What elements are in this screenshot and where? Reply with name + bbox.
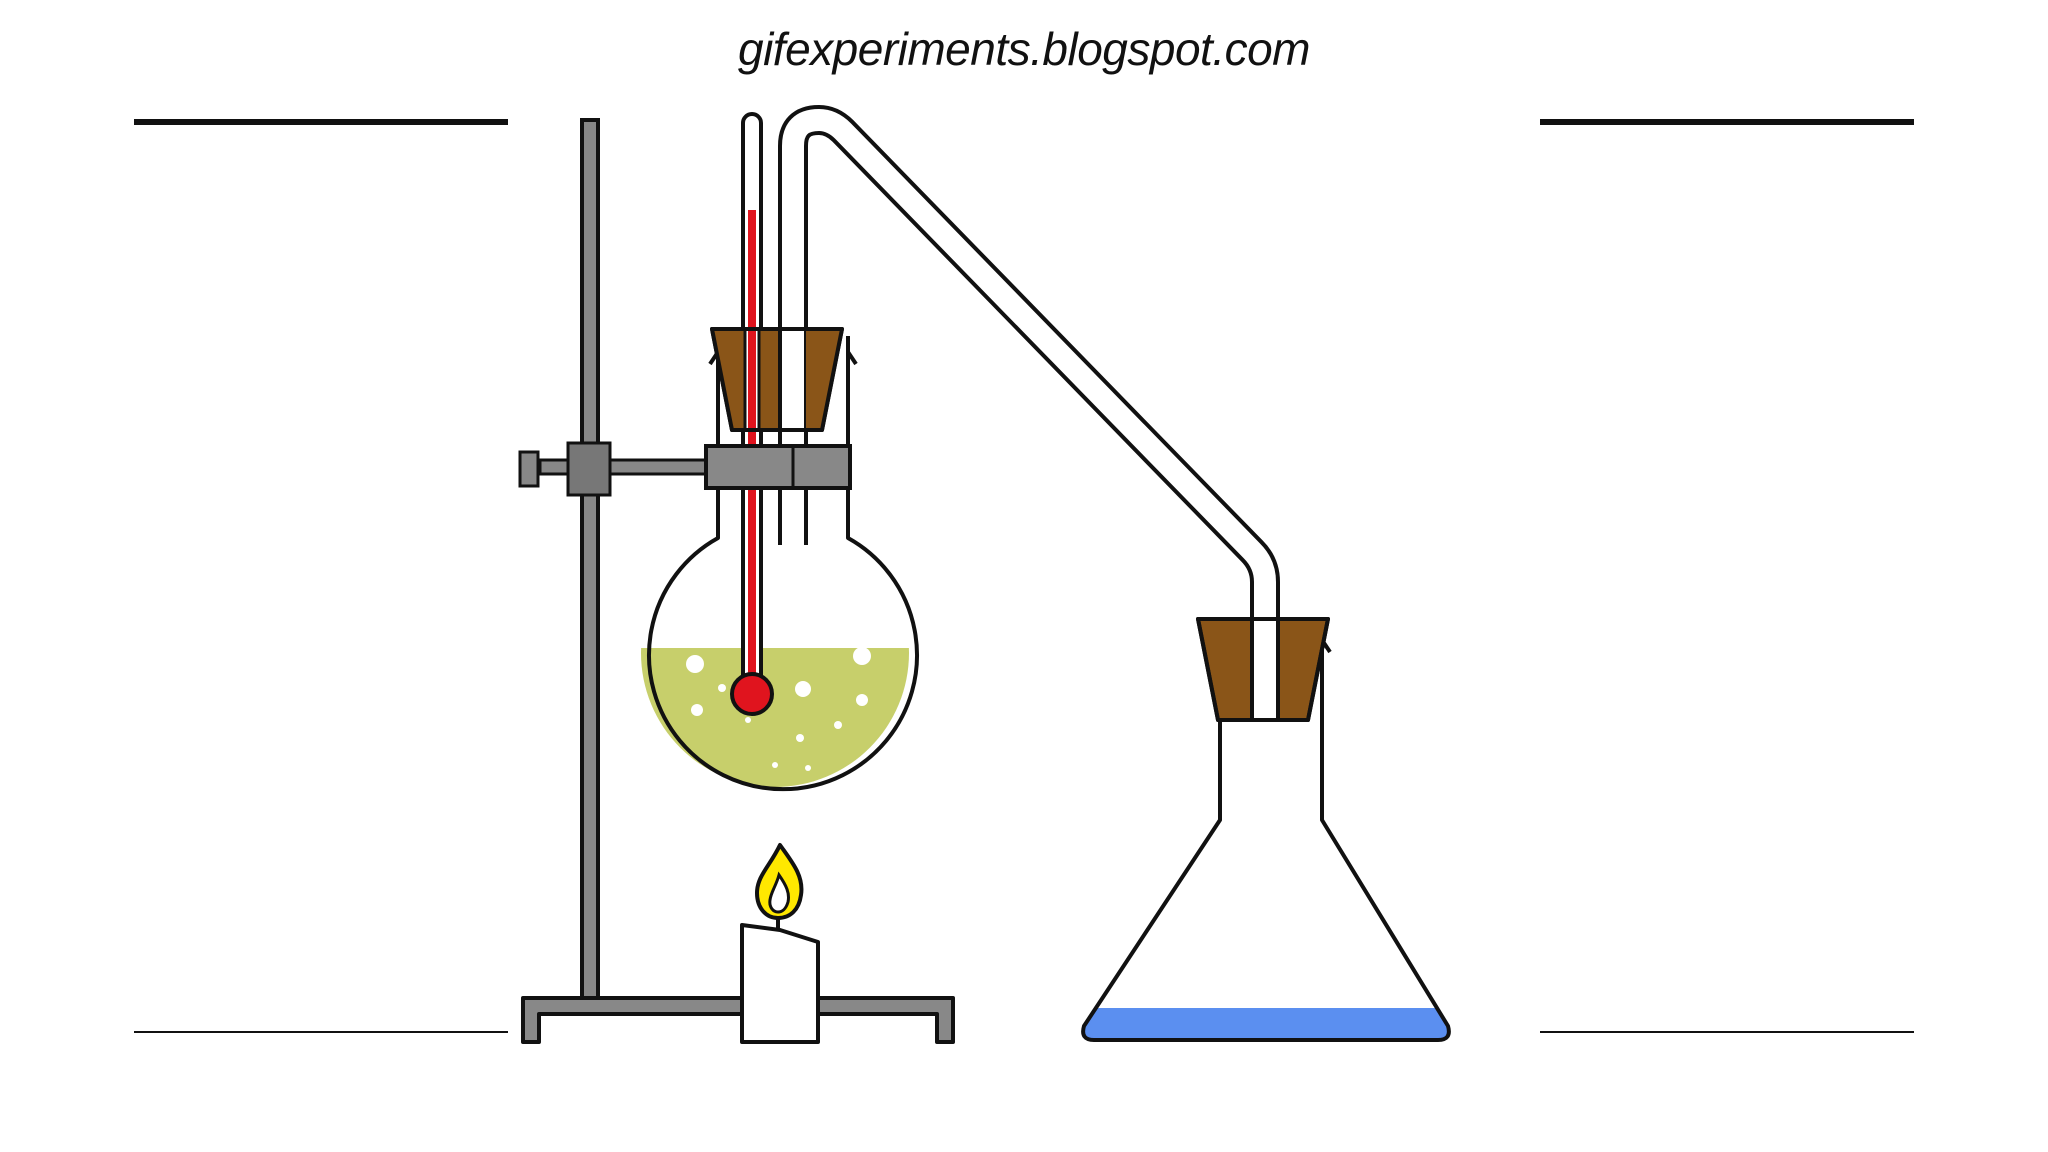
delivery-tube-inner xyxy=(782,109,1276,862)
clamp-boss-head xyxy=(566,441,612,497)
bubble xyxy=(834,721,842,729)
clamp-screw xyxy=(518,450,540,488)
receiver-cork-icon xyxy=(1196,617,1330,722)
flask-liquid xyxy=(641,648,909,787)
tube-through-cork xyxy=(778,327,808,432)
bubble xyxy=(772,762,778,768)
conical-flask-icon xyxy=(1081,638,1451,1042)
tube-through-receiver-cork xyxy=(1250,617,1280,722)
cork-outline xyxy=(710,327,844,432)
clamp-arm xyxy=(538,458,712,476)
bubble xyxy=(796,734,804,742)
delivery-tube-icon xyxy=(778,105,1280,862)
stand-rod xyxy=(580,118,600,1008)
conical-flask-outline xyxy=(1081,640,1451,1042)
bubbles xyxy=(686,647,871,771)
thermometer-bulb xyxy=(730,672,774,716)
conical-flask-body xyxy=(1083,640,1449,1040)
clamp-jaw xyxy=(704,444,852,490)
watermark-text: gifexperiments.blogspot.com xyxy=(737,23,1311,75)
stand-base xyxy=(521,996,955,1044)
cork-face xyxy=(712,329,842,430)
candle-icon xyxy=(740,908,820,1044)
bubble xyxy=(856,694,868,706)
cork-stopper-icon xyxy=(710,327,844,432)
bubble xyxy=(745,717,751,723)
clamp-icon xyxy=(518,441,852,497)
bubble xyxy=(805,765,811,771)
flame-inner xyxy=(768,871,790,914)
bubble xyxy=(718,684,726,692)
bubble xyxy=(853,647,871,665)
receiver-liquid xyxy=(1083,1008,1449,1040)
thermometer-fluid-through-cork xyxy=(748,330,756,429)
candle-body xyxy=(740,923,820,1044)
bubble xyxy=(691,704,703,716)
receiver-cork-outline xyxy=(1196,617,1330,722)
flame-icon xyxy=(755,843,804,920)
bubble xyxy=(686,655,704,673)
flask-outline xyxy=(647,336,919,792)
retort-stand-icon xyxy=(521,118,955,1044)
decorative-lines xyxy=(134,119,1914,1033)
flask-lip-right xyxy=(846,350,858,366)
bubble xyxy=(795,681,811,697)
